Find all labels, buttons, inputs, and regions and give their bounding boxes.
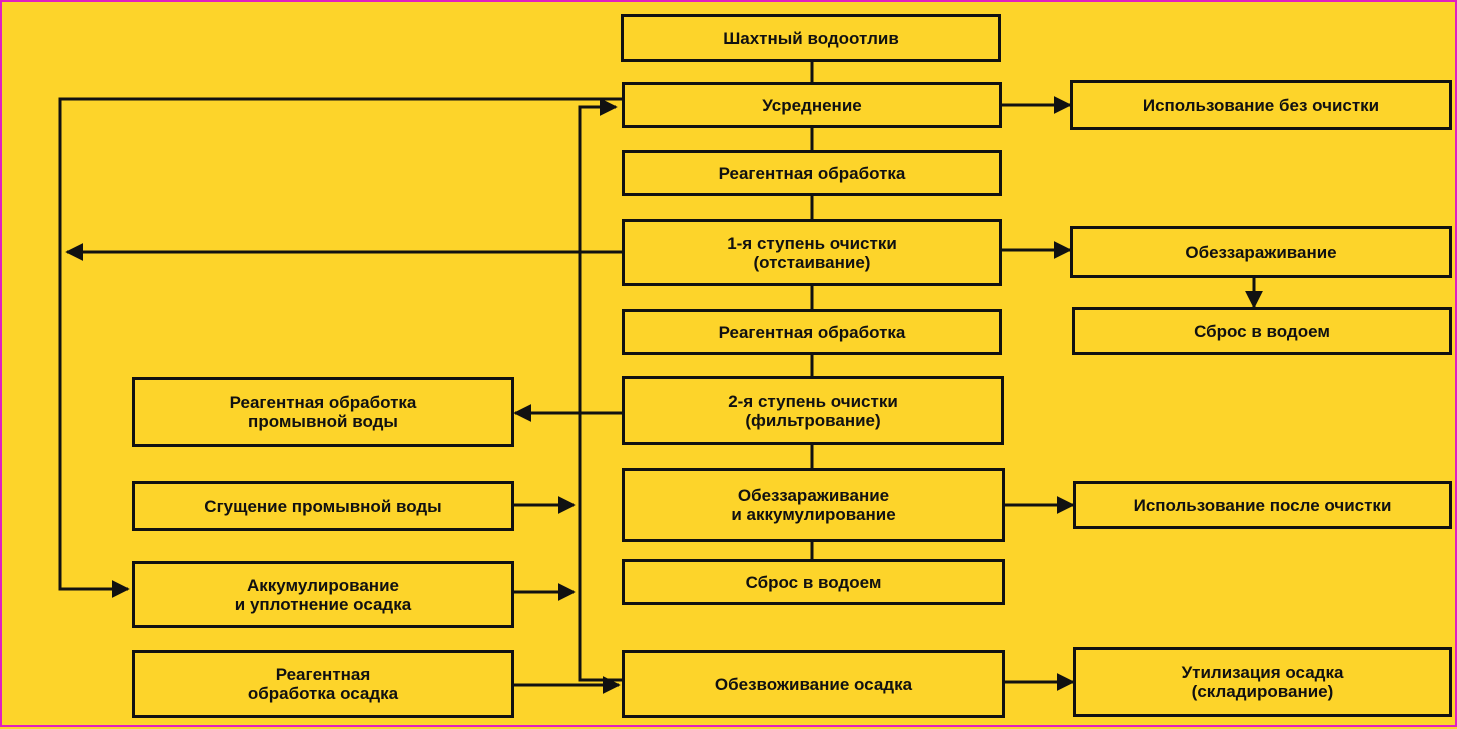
node-label: Использование после очистки — [1133, 495, 1392, 515]
node-label: 2-я ступень очистки (фильтрование) — [728, 391, 898, 430]
node-sludge-accumulation: Аккумулирование и уплотнение осадка — [132, 561, 514, 628]
node-label: Обеззараживание — [1185, 242, 1337, 262]
node-label: Аккумулирование и уплотнение осадка — [234, 575, 412, 614]
node-label: Сброс в водоем — [1194, 321, 1330, 341]
connector-left-loop — [58, 97, 622, 598]
node-reagent-treatment-1: Реагентная обработка — [622, 150, 1002, 196]
node-averaging: Усреднение — [622, 82, 1002, 128]
node-thickening-wash-water: Сгущение промывной воды — [132, 481, 514, 531]
node-label: Реагентная обработка промывной воды — [229, 393, 417, 431]
node-label: Обезвоживание осадка — [714, 674, 913, 694]
node-label: Усреднение — [762, 95, 862, 115]
node-label: Реагентная обработка осадка — [247, 665, 399, 703]
node-label: Реагентная обработка — [718, 322, 906, 342]
node-use-after-treatment: Использование после очистки — [1073, 481, 1452, 529]
node-reagent-wash-water: Реагентная обработка промывной воды — [132, 377, 514, 447]
node-disinfection: Обеззараживание — [1070, 226, 1452, 278]
node-sludge-dewatering: Обезвоживание осадка — [622, 650, 1005, 718]
node-discharge-center: Сброс в водоем — [622, 559, 1005, 605]
node-stage2-filtration: 2-я ступень очистки (фильтрование) — [622, 376, 1004, 445]
node-mine-drainage: Шахтный водоотлив — [621, 14, 1001, 62]
node-reagent-sludge: Реагентная обработка осадка — [132, 650, 514, 718]
node-stage1-settling: 1-я ступень очистки (отстаивание) — [622, 219, 1002, 286]
connector-inner-return — [578, 98, 622, 682]
node-disinfection-accumulation: Обеззараживание и аккумулирование — [622, 468, 1005, 542]
node-label: 1-я ступень очистки (отстаивание) — [727, 233, 897, 272]
node-use-without-treatment: Использование без очистки — [1070, 80, 1452, 130]
node-discharge-right: Сброс в водоем — [1072, 307, 1452, 355]
node-label: Утилизация осадка (складирование) — [1181, 663, 1344, 701]
node-label: Сгущение промывной воды — [204, 496, 442, 516]
node-reagent-treatment-2: Реагентная обработка — [622, 309, 1002, 355]
node-label: Шахтный водоотлив — [723, 28, 899, 48]
node-sludge-utilization: Утилизация осадка (складирование) — [1073, 647, 1452, 717]
node-label: Реагентная обработка — [718, 163, 906, 183]
node-label: Использование без очистки — [1142, 95, 1380, 115]
node-label: Сброс в водоем — [745, 572, 882, 592]
node-label: Обеззараживание и аккумулирование — [731, 486, 896, 524]
